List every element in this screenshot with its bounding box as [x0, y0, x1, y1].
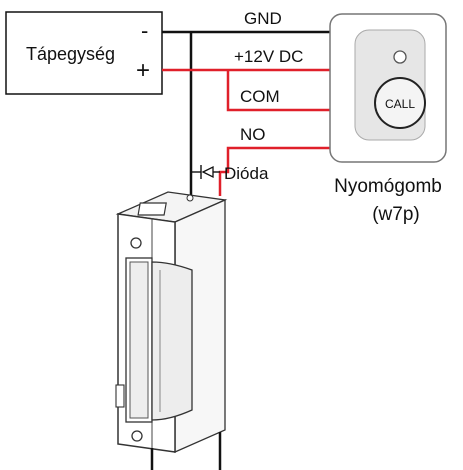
power-supply-plus: +: [136, 57, 150, 84]
com-wire: [226, 70, 330, 112]
v12-label: +12V DC: [234, 47, 303, 66]
diode-label: Dióda: [224, 164, 269, 183]
push-button-caption: Nyomógomb: [334, 176, 442, 197]
no-wire: [218, 146, 330, 196]
call-button: [374, 77, 426, 129]
call-button-label: CALL: [385, 97, 415, 111]
latch: [151, 261, 193, 421]
power-supply: Tápegység - +: [5, 11, 163, 95]
push-button-device: CALL Nyomógomb (w7p): [329, 13, 447, 225]
power-supply-label: Tápegység: [26, 44, 115, 64]
red-wires: [162, 68, 330, 196]
door-strike: [115, 191, 228, 470]
power-supply-minus: -: [141, 18, 148, 43]
no-label: NO: [240, 125, 266, 144]
push-button-model: (w7p): [372, 204, 420, 225]
gnd-label: GND: [244, 9, 282, 28]
bottom-screw-hole: [131, 430, 143, 442]
black-wires: [162, 30, 330, 196]
indicator-led: [393, 50, 407, 64]
com-label: COM: [240, 87, 280, 106]
diode-icon: [191, 165, 220, 179]
top-screw-hole: [130, 237, 142, 249]
